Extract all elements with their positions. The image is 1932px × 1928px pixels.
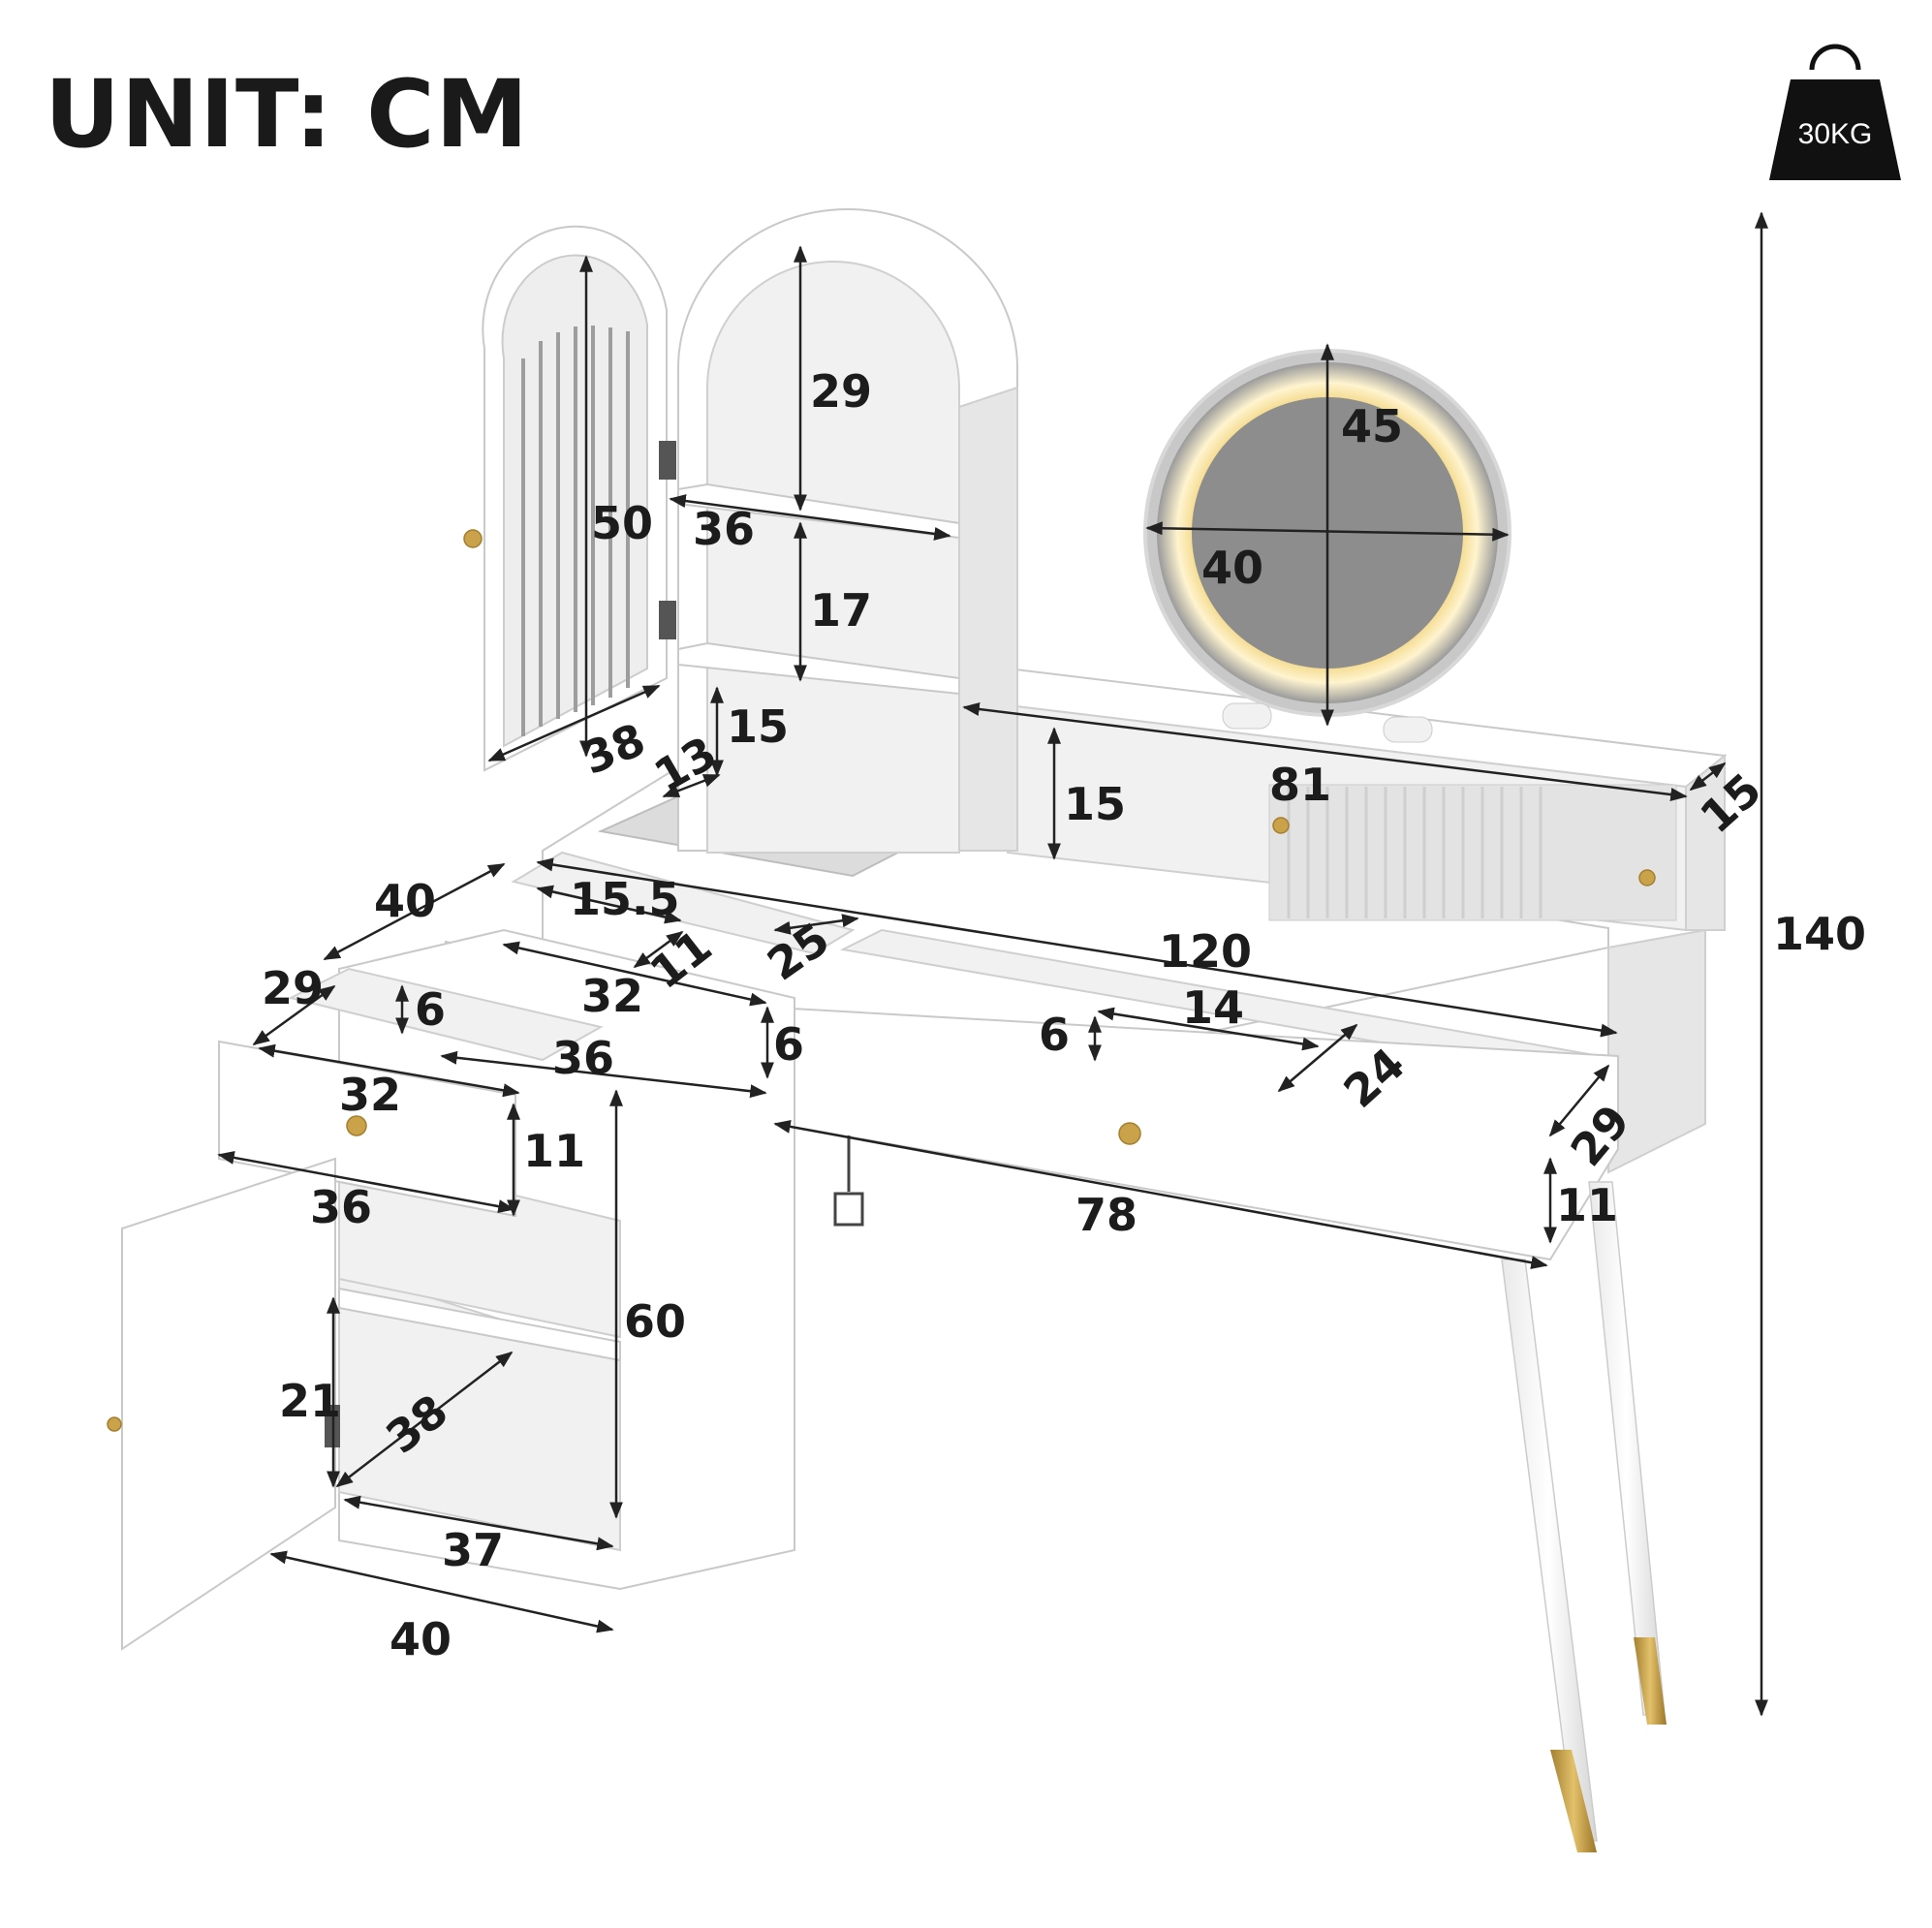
dim-cabinet-shelf-height: 21 [279,1375,341,1427]
dim-main-drawer-width: 78 [1075,1189,1137,1241]
leg-back [1588,1181,1666,1716]
dim-main-drawer-compartment: 14 [1182,981,1244,1034]
dim-shelf-width: 36 [693,503,755,555]
dim-small-drawer-width: 32 [581,970,643,1022]
dim-main-drawer-inner-height: 6 [1039,1009,1070,1061]
dim-cabinet-inner-width: 37 [442,1524,504,1576]
dim-side-depth: 40 [374,875,436,927]
weight-label: 30KG [1798,118,1873,150]
weight-icon: 30KG [1769,44,1901,180]
unit-title: UNIT: CM [45,60,530,169]
dimension-lines [217,211,1768,1717]
arched-cabinet-side [958,386,1018,852]
dim-tray-width: 15.5 [570,873,680,925]
dim-small-drawer-height: 6 [773,1018,804,1071]
hinge-top [659,441,676,480]
dim-shelf-mid-gap: 17 [810,584,872,637]
main-drawer-knob [1118,1122,1141,1145]
dim-side-drawer-inner-height: 6 [415,983,446,1036]
leg-front [1501,1259,1598,1842]
dim-riser-height: 15 [1064,778,1126,830]
dim-small-drawer-front: 36 [552,1032,614,1084]
legs [1501,1181,1667,1852]
glass-door-knob [463,529,483,548]
dim-shelf-low-gap: 15 [727,700,789,753]
power-cable [833,1135,864,1227]
side-door-knob [107,1416,122,1432]
mirror-foot-left [1222,702,1272,730]
leg-back-tip [1634,1637,1667,1725]
hinge-bottom [659,601,676,639]
dim-mirror-height: 45 [1341,400,1403,452]
dim-arch-shelf-top: 29 [810,365,872,418]
dim-cabinet-height: 50 [591,497,653,549]
dim-total-height: 140 [1773,908,1866,960]
riser-knob-right [1638,869,1656,886]
vanity-illustration [107,207,1728,1852]
riser-knob-left [1272,817,1290,834]
side-drawer-knob [346,1115,367,1136]
dim-side-drawer-front: 36 [310,1181,372,1233]
dim-side-drawer-width: 32 [339,1069,401,1121]
dim-side-drawer-height: 11 [523,1125,585,1177]
dim-cabinet-width: 40 [390,1613,452,1665]
dim-cabinet-body-height: 60 [624,1295,686,1348]
dim-mirror-width: 40 [1201,542,1263,594]
dim-main-drawer-height: 11 [1556,1179,1618,1231]
dim-side-drawer-depth: 29 [262,962,324,1014]
leg-front-tip [1550,1750,1597,1852]
mirror-foot-right [1383,716,1433,743]
dim-riser-length: 81 [1269,759,1331,811]
dim-top-width: 120 [1159,925,1252,978]
arched-glass-door [463,225,676,772]
arched-cabinet-interior [706,261,960,854]
